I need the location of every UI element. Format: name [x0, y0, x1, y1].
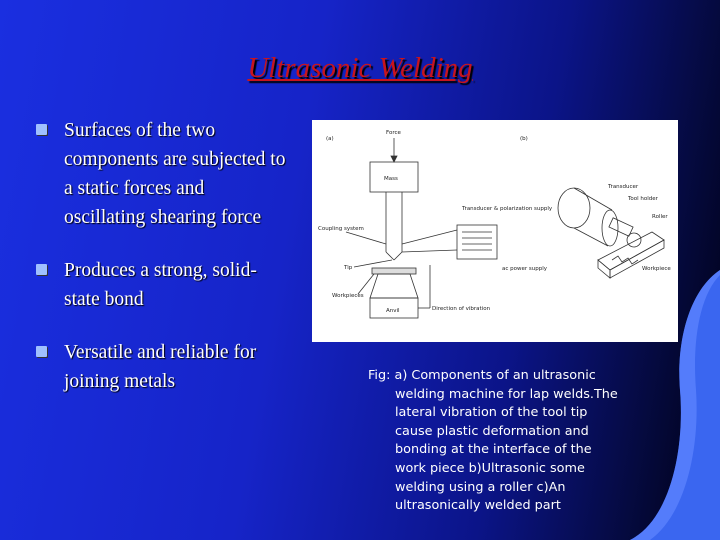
label-transducer-power: Transducer & polarization supply	[461, 206, 553, 212]
workpiece-side	[597, 259, 611, 279]
bullet-list: Surfaces of the two components are subje…	[36, 116, 286, 420]
transducer-coils	[462, 231, 492, 251]
label-coupling-system: Coupling system	[318, 226, 364, 232]
welding-diagram-figure: (a) Force Mass Transducer & polarization…	[312, 120, 678, 342]
label-a: (a)	[326, 136, 334, 142]
bullet-item: Versatile and reliable for joining metal…	[36, 338, 286, 396]
label-transducer: Transducer	[607, 184, 639, 190]
mass-box	[369, 161, 419, 193]
transducer-box	[456, 224, 498, 260]
workpiece-front	[609, 239, 665, 279]
transducer-cylinder-top	[573, 187, 613, 211]
caption-line: lateral vibration of the tool tip	[395, 405, 588, 421]
label-ac-power: ac power supply	[502, 266, 548, 272]
label-tip: Tip	[343, 265, 353, 271]
bullet-text: Surfaces of the two components are subje…	[64, 120, 286, 228]
caption-line: bonding at the interface of the	[395, 442, 592, 458]
welding-diagram: (a) Force Mass Transducer & polarization…	[318, 130, 671, 319]
caption-line: Fig: a) Components of an ultrasonic	[368, 368, 596, 383]
label-tool-holder: Tool holder	[627, 196, 659, 202]
caption-line: cause plastic deformation and	[395, 423, 589, 439]
transducer-cylinder-bottom	[573, 227, 609, 247]
weld-seam	[611, 255, 639, 265]
force-arrowhead	[390, 155, 398, 163]
anvil-top	[369, 273, 419, 299]
caption-line: welding using a roller c)An	[395, 479, 566, 495]
label-force: Force	[386, 130, 401, 136]
label-workpiece: Workpiece	[642, 266, 671, 272]
workpiece-top	[597, 231, 665, 271]
label-workpieces: Workpieces	[332, 293, 364, 299]
label-anvil: Anvil	[386, 308, 400, 314]
transducer-cylinder-end	[557, 187, 591, 229]
horn-taper-right	[393, 251, 403, 261]
bullet-text: Produces a strong, solid-state bond	[64, 260, 257, 310]
leader-coupling	[345, 231, 387, 245]
bullet-text: Versatile and reliable for joining metal…	[64, 342, 257, 392]
coupling-rod-lower	[401, 249, 458, 253]
leader-workpieces	[357, 273, 375, 295]
roller-wheel	[626, 232, 642, 248]
figure-caption: Fig: a) Components of an ultrasonic weld…	[368, 367, 668, 516]
coupling-rod	[401, 229, 458, 245]
horn-taper-left	[385, 251, 395, 261]
transducer-cylinder-far	[601, 209, 619, 247]
label-direction-of-vibration: Direction of vibration	[432, 306, 491, 312]
label-roller: Roller	[652, 214, 668, 220]
label-b: (b)	[520, 136, 528, 142]
caption-line: work piece b)Ultrasonic some	[395, 460, 585, 476]
workpieces-shape	[371, 267, 417, 275]
leader-tip	[353, 259, 393, 268]
caption-line: welding machine for lap welds.The	[395, 386, 618, 402]
square-bullet-icon	[36, 346, 47, 357]
bullet-item: Surfaces of the two components are subje…	[36, 116, 286, 232]
label-mass: Mass	[384, 176, 398, 182]
tool-holder-shape	[608, 217, 634, 237]
square-bullet-icon	[36, 264, 47, 275]
slide-title: Ultrasonic Welding	[247, 52, 473, 84]
caption-line: ultrasonically welded part	[395, 498, 561, 514]
corner-swoosh-decoration	[630, 270, 720, 540]
square-bullet-icon	[36, 124, 47, 135]
bullet-item: Produces a strong, solid-state bond	[36, 256, 286, 314]
